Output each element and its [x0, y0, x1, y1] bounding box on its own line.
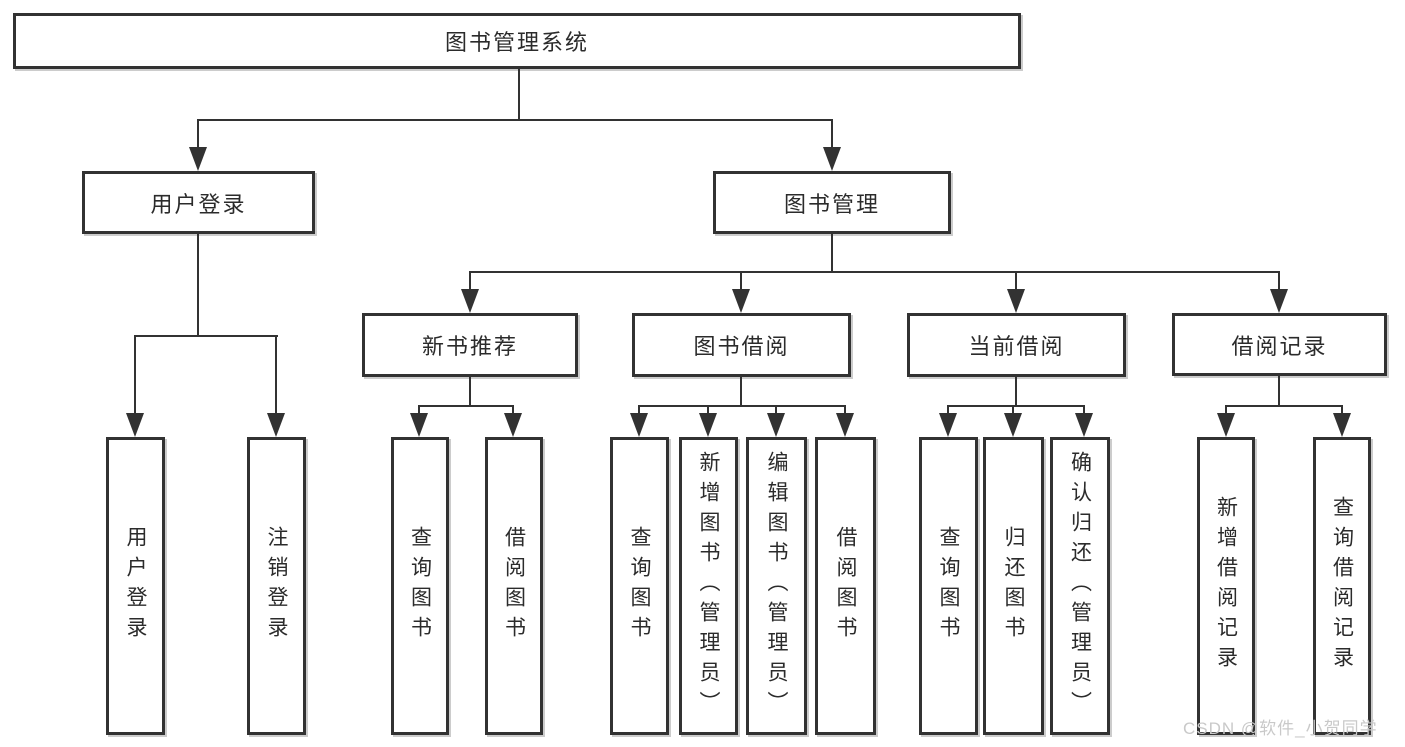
connector-root-stem [518, 68, 520, 119]
arrow-to-book-borrowing [732, 289, 750, 313]
leaf-return-book-label: 归还图书 [1002, 526, 1025, 646]
node-book-management-label: 图书管理 [783, 191, 880, 217]
leaf-logout: 注销登录 [247, 437, 306, 735]
connector-to-current-borrowing [1015, 271, 1017, 293]
connector-to-add-book [707, 405, 709, 415]
arrow-to-add-book [699, 413, 717, 437]
leaf-return-book: 归还图书 [983, 437, 1044, 735]
node-borrowing-records-label: 借阅记录 [1231, 333, 1328, 359]
arrow-to-borrow-books-2 [836, 413, 854, 437]
node-book-management: 图书管理 [713, 171, 951, 234]
leaf-logout-label: 注销登录 [265, 526, 288, 646]
node-library-system-label: 图书管理系统 [444, 30, 589, 55]
connector-book-mgmt-bar [469, 271, 1280, 273]
leaf-user-login: 用户登录 [106, 437, 165, 735]
connector-borrow-record-stem [1278, 376, 1280, 407]
connector-to-query-books-1 [418, 405, 420, 415]
connector-root-bar [197, 119, 833, 121]
node-new-book-recommend: 新书推荐 [362, 313, 578, 377]
arrow-to-leaf-logout [267, 413, 285, 437]
connector-to-book-management [831, 119, 833, 151]
connector-to-query-books-3 [947, 405, 949, 415]
arrow-to-edit-book [767, 413, 785, 437]
connector-borrow-record-bar [1225, 405, 1343, 407]
csdn-watermark: CSDN @软件_小贺同学 [1183, 719, 1378, 738]
leaf-confirm-return-admin: 确认归还（管理员） [1050, 437, 1110, 735]
connector-to-book-borrowing [740, 271, 742, 293]
connector-to-edit-book [775, 405, 777, 415]
leaf-query-books-3-label: 查询图书 [937, 526, 960, 646]
connector-to-add-record [1225, 405, 1227, 415]
leaf-edit-book-admin: 编辑图书（管理员） [746, 437, 807, 735]
leaf-query-books-1: 查询图书 [391, 437, 449, 735]
leaf-query-borrow-record-label: 查询借阅记录 [1330, 496, 1354, 676]
connector-new-book-bar [418, 405, 514, 407]
arrow-to-new-book-recommend [461, 289, 479, 313]
connector-user-login-bar [134, 335, 278, 337]
leaf-edit-book-admin-label: 编辑图书（管理员） [765, 451, 788, 721]
connector-book-mgmt-stem [831, 233, 833, 273]
arrow-to-query-books-2 [630, 413, 648, 437]
leaf-add-borrow-record-label: 新增借阅记录 [1214, 496, 1238, 676]
node-book-borrowing: 图书借阅 [632, 313, 851, 377]
leaf-query-books-2: 查询图书 [610, 437, 669, 735]
connector-to-return-book [1012, 405, 1014, 415]
connector-current-borrow-stem [1015, 376, 1017, 407]
leaf-add-book-admin-label: 新增图书（管理员） [697, 451, 720, 721]
connector-book-borrow-bar [638, 405, 846, 407]
leaf-borrow-books-1: 借阅图书 [485, 437, 543, 735]
leaf-user-login-label: 用户登录 [124, 526, 147, 646]
connector-book-borrow-stem [740, 376, 742, 407]
node-user-login-label: 用户登录 [150, 191, 247, 217]
arrow-to-user-login [189, 147, 207, 171]
arrow-to-book-management [823, 147, 841, 171]
leaf-query-books-1-label: 查询图书 [408, 526, 432, 646]
leaf-query-books-3: 查询图书 [919, 437, 978, 735]
arrow-to-query-books-1 [410, 413, 428, 437]
arrow-to-return-book [1004, 413, 1022, 437]
connector-to-borrow-books-1 [512, 405, 514, 415]
connector-current-borrow-bar [947, 405, 1085, 407]
connector-to-query-books-2 [638, 405, 640, 415]
leaf-query-books-2-label: 查询图书 [628, 526, 651, 646]
connector-to-query-record [1341, 405, 1343, 415]
connector-to-borrow-books-2 [844, 405, 846, 415]
connector-to-confirm-return [1083, 405, 1085, 415]
arrow-to-borrow-books-1 [504, 413, 522, 437]
leaf-borrow-books-2: 借阅图书 [815, 437, 876, 735]
arrow-to-confirm-return [1075, 413, 1093, 437]
node-book-borrowing-label: 图书借阅 [693, 334, 790, 359]
arrow-to-leaf-user-login [126, 413, 144, 437]
connector-user-login-stem [197, 233, 199, 337]
leaf-confirm-return-admin-label: 确认归还（管理员） [1068, 451, 1092, 721]
leaf-query-borrow-record: 查询借阅记录 [1313, 437, 1371, 735]
connector-to-user-login [197, 119, 199, 151]
connector-to-borrowing-records [1278, 271, 1280, 293]
connector-new-book-stem [469, 376, 471, 407]
arrow-to-current-borrowing [1007, 289, 1025, 313]
connector-to-leaf-user-login [134, 335, 136, 415]
leaf-add-borrow-record: 新增借阅记录 [1197, 437, 1255, 735]
node-current-borrowing-label: 当前借阅 [968, 334, 1065, 359]
node-new-book-recommend-label: 新书推荐 [421, 334, 518, 359]
connector-to-leaf-logout [275, 335, 277, 415]
node-user-login: 用户登录 [82, 171, 315, 234]
arrow-to-add-record [1217, 413, 1235, 437]
arrow-to-query-record [1333, 413, 1351, 437]
leaf-borrow-books-1-label: 借阅图书 [502, 526, 526, 646]
node-current-borrowing: 当前借阅 [907, 313, 1126, 377]
leaf-add-book-admin: 新增图书（管理员） [679, 437, 738, 735]
arrow-to-query-books-3 [939, 413, 957, 437]
node-borrowing-records: 借阅记录 [1172, 313, 1387, 376]
leaf-borrow-books-2-label: 借阅图书 [834, 526, 857, 646]
connector-to-new-book-recommend [469, 271, 471, 293]
node-library-system: 图书管理系统 [13, 13, 1021, 69]
arrow-to-borrowing-records [1270, 289, 1288, 313]
